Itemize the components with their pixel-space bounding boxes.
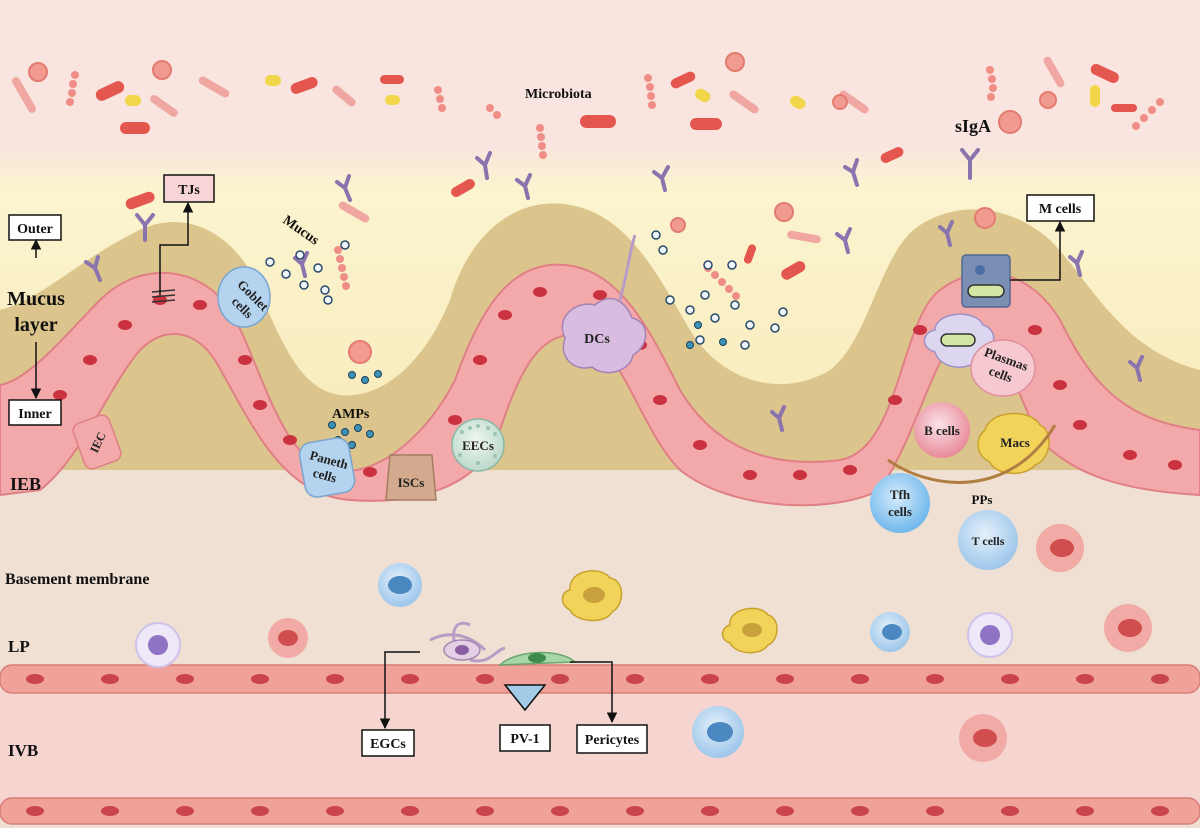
amps-label: AMPs: [332, 407, 370, 422]
t-cells-label: T cells: [972, 534, 1005, 548]
lumen-background: [0, 0, 1200, 160]
outer-box: [8, 214, 62, 241]
isc-cell: [385, 454, 437, 501]
mucus-droplets: [255, 230, 788, 350]
b-cell: [914, 402, 970, 458]
lamina-propria-cells: [135, 524, 1152, 668]
basement-membrane-label: Basement membrane: [5, 571, 149, 588]
dcs-label: DCs: [584, 332, 610, 347]
eec-cell: [451, 418, 505, 472]
vessel-cells: [692, 706, 1007, 762]
tfh-cell: [870, 473, 930, 533]
spiky-microbes: [28, 52, 1057, 364]
lp-label: LP: [8, 637, 30, 656]
tjs-box: [163, 174, 215, 203]
tfh-label-line1: Tfh: [890, 487, 911, 502]
b-cells-label: B cells: [924, 423, 960, 438]
endothelial-nuclei: [26, 674, 1169, 816]
egcs-box: [361, 729, 415, 757]
m-cells-label: M cells: [1039, 202, 1082, 217]
ivb-label: IVB: [8, 741, 38, 760]
peyer-patch-boundary: [887, 424, 1057, 484]
cocci-chains: [66, 66, 1164, 300]
microbiota-bacteria: [12, 56, 1137, 280]
amp-dots: [328, 321, 727, 449]
connector-arrows: [30, 201, 1066, 730]
inner-label: Inner: [18, 407, 51, 422]
dendritic-cell: [561, 234, 647, 374]
antibody-icons: [84, 148, 1144, 432]
iscs-label: ISCs: [398, 475, 425, 490]
paneth-cell: [298, 437, 356, 498]
goblet-cell: [217, 266, 271, 328]
microbiota-label: Microbiota: [525, 87, 592, 102]
pv1-triangle: [503, 684, 547, 712]
iec-cell: [72, 414, 122, 470]
t-cell: [958, 510, 1018, 570]
tjs-label: TJs: [178, 183, 200, 198]
vessel-wall-lower: [0, 797, 1200, 825]
mucus-layer-label-line2: layer: [14, 314, 57, 336]
ieb-label: IEB: [10, 474, 41, 494]
inner-box: [8, 399, 62, 426]
pv1-label: PV-1: [510, 732, 539, 747]
egcs-label: EGCs: [370, 737, 406, 752]
pv1-box: [499, 724, 551, 752]
macs-label: Macs: [1000, 435, 1030, 450]
m-cells-box: [1026, 194, 1095, 222]
pericytes-label: Pericytes: [585, 733, 640, 748]
outer-label: Outer: [17, 222, 53, 237]
tight-junction-icon: [151, 289, 176, 303]
siga-label: sIgA: [955, 116, 991, 136]
macrophage: [977, 412, 1050, 474]
tfh-label-line2: cells: [888, 504, 912, 519]
pericytes-box: [576, 724, 648, 754]
eec-granules: [458, 424, 497, 465]
plasma-cell: [970, 339, 1036, 397]
eecs-label: EECs: [462, 438, 494, 453]
m-cell: [961, 254, 1011, 308]
pps-label: PPs: [972, 492, 993, 507]
vessel-wall-upper: [0, 664, 1200, 694]
paneth-label-line2: cells: [311, 465, 338, 486]
mucus-layer-label-line1: Mucus: [7, 288, 65, 310]
